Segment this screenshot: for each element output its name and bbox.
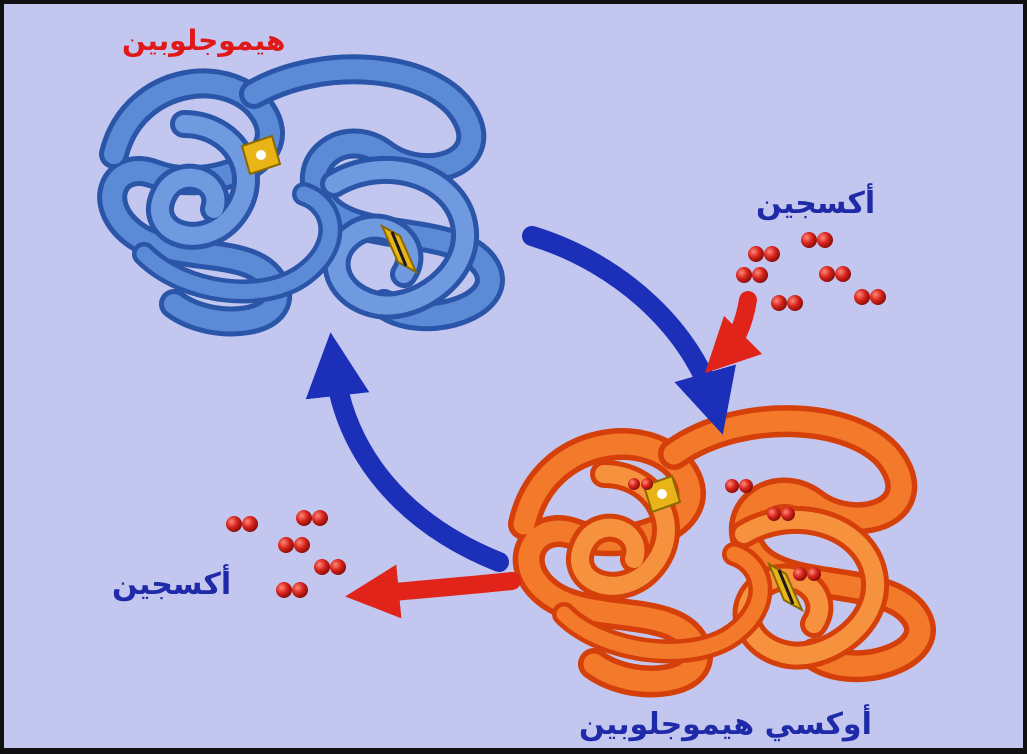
- oxyhemoglobin-molecule: [508, 405, 936, 698]
- oxygen-molecule-icon: [226, 516, 258, 532]
- arrow-to-hemoglobin: [305, 332, 509, 572]
- hemoglobin-molecule: [97, 54, 505, 337]
- oxyhemoglobin-label: أوكسي هيموجلوبين: [579, 707, 872, 742]
- oxygen-molecule-icon: [296, 510, 328, 526]
- oxygen-molecule-icon: [276, 582, 308, 598]
- hemoglobin-label: هيموجلوبين: [122, 24, 286, 57]
- heme-group-icon: [766, 561, 805, 613]
- oxygen-molecule-icon: [748, 246, 780, 262]
- diagram-canvas: [97, 54, 936, 698]
- arrow-to-oxyhemoglobin: [522, 226, 736, 435]
- oxygen-label-left: أكسجين: [112, 567, 232, 602]
- oxygen-molecules-top: [736, 232, 886, 311]
- oxygen-molecule-icon: [801, 232, 833, 248]
- oxygen-molecule-icon: [771, 295, 803, 311]
- oxygen-molecule-icon: [736, 267, 768, 283]
- oxygen-molecules-left: [226, 510, 346, 598]
- oxygen-out-arrow: [345, 564, 521, 619]
- oxygen-label-top: أكسجين: [756, 186, 876, 221]
- heme-group-icon: [240, 134, 282, 176]
- heme-group-icon: [379, 223, 419, 275]
- heme-group-icon: [642, 474, 682, 514]
- oxygen-molecule-icon: [278, 537, 310, 553]
- bound-oxygen-icon: [628, 478, 821, 581]
- oxygen-molecule-icon: [314, 559, 346, 575]
- oxygen-in-arrow: [704, 291, 763, 374]
- oxygen-molecule-icon: [819, 266, 851, 282]
- oxygen-molecule-icon: [854, 289, 886, 305]
